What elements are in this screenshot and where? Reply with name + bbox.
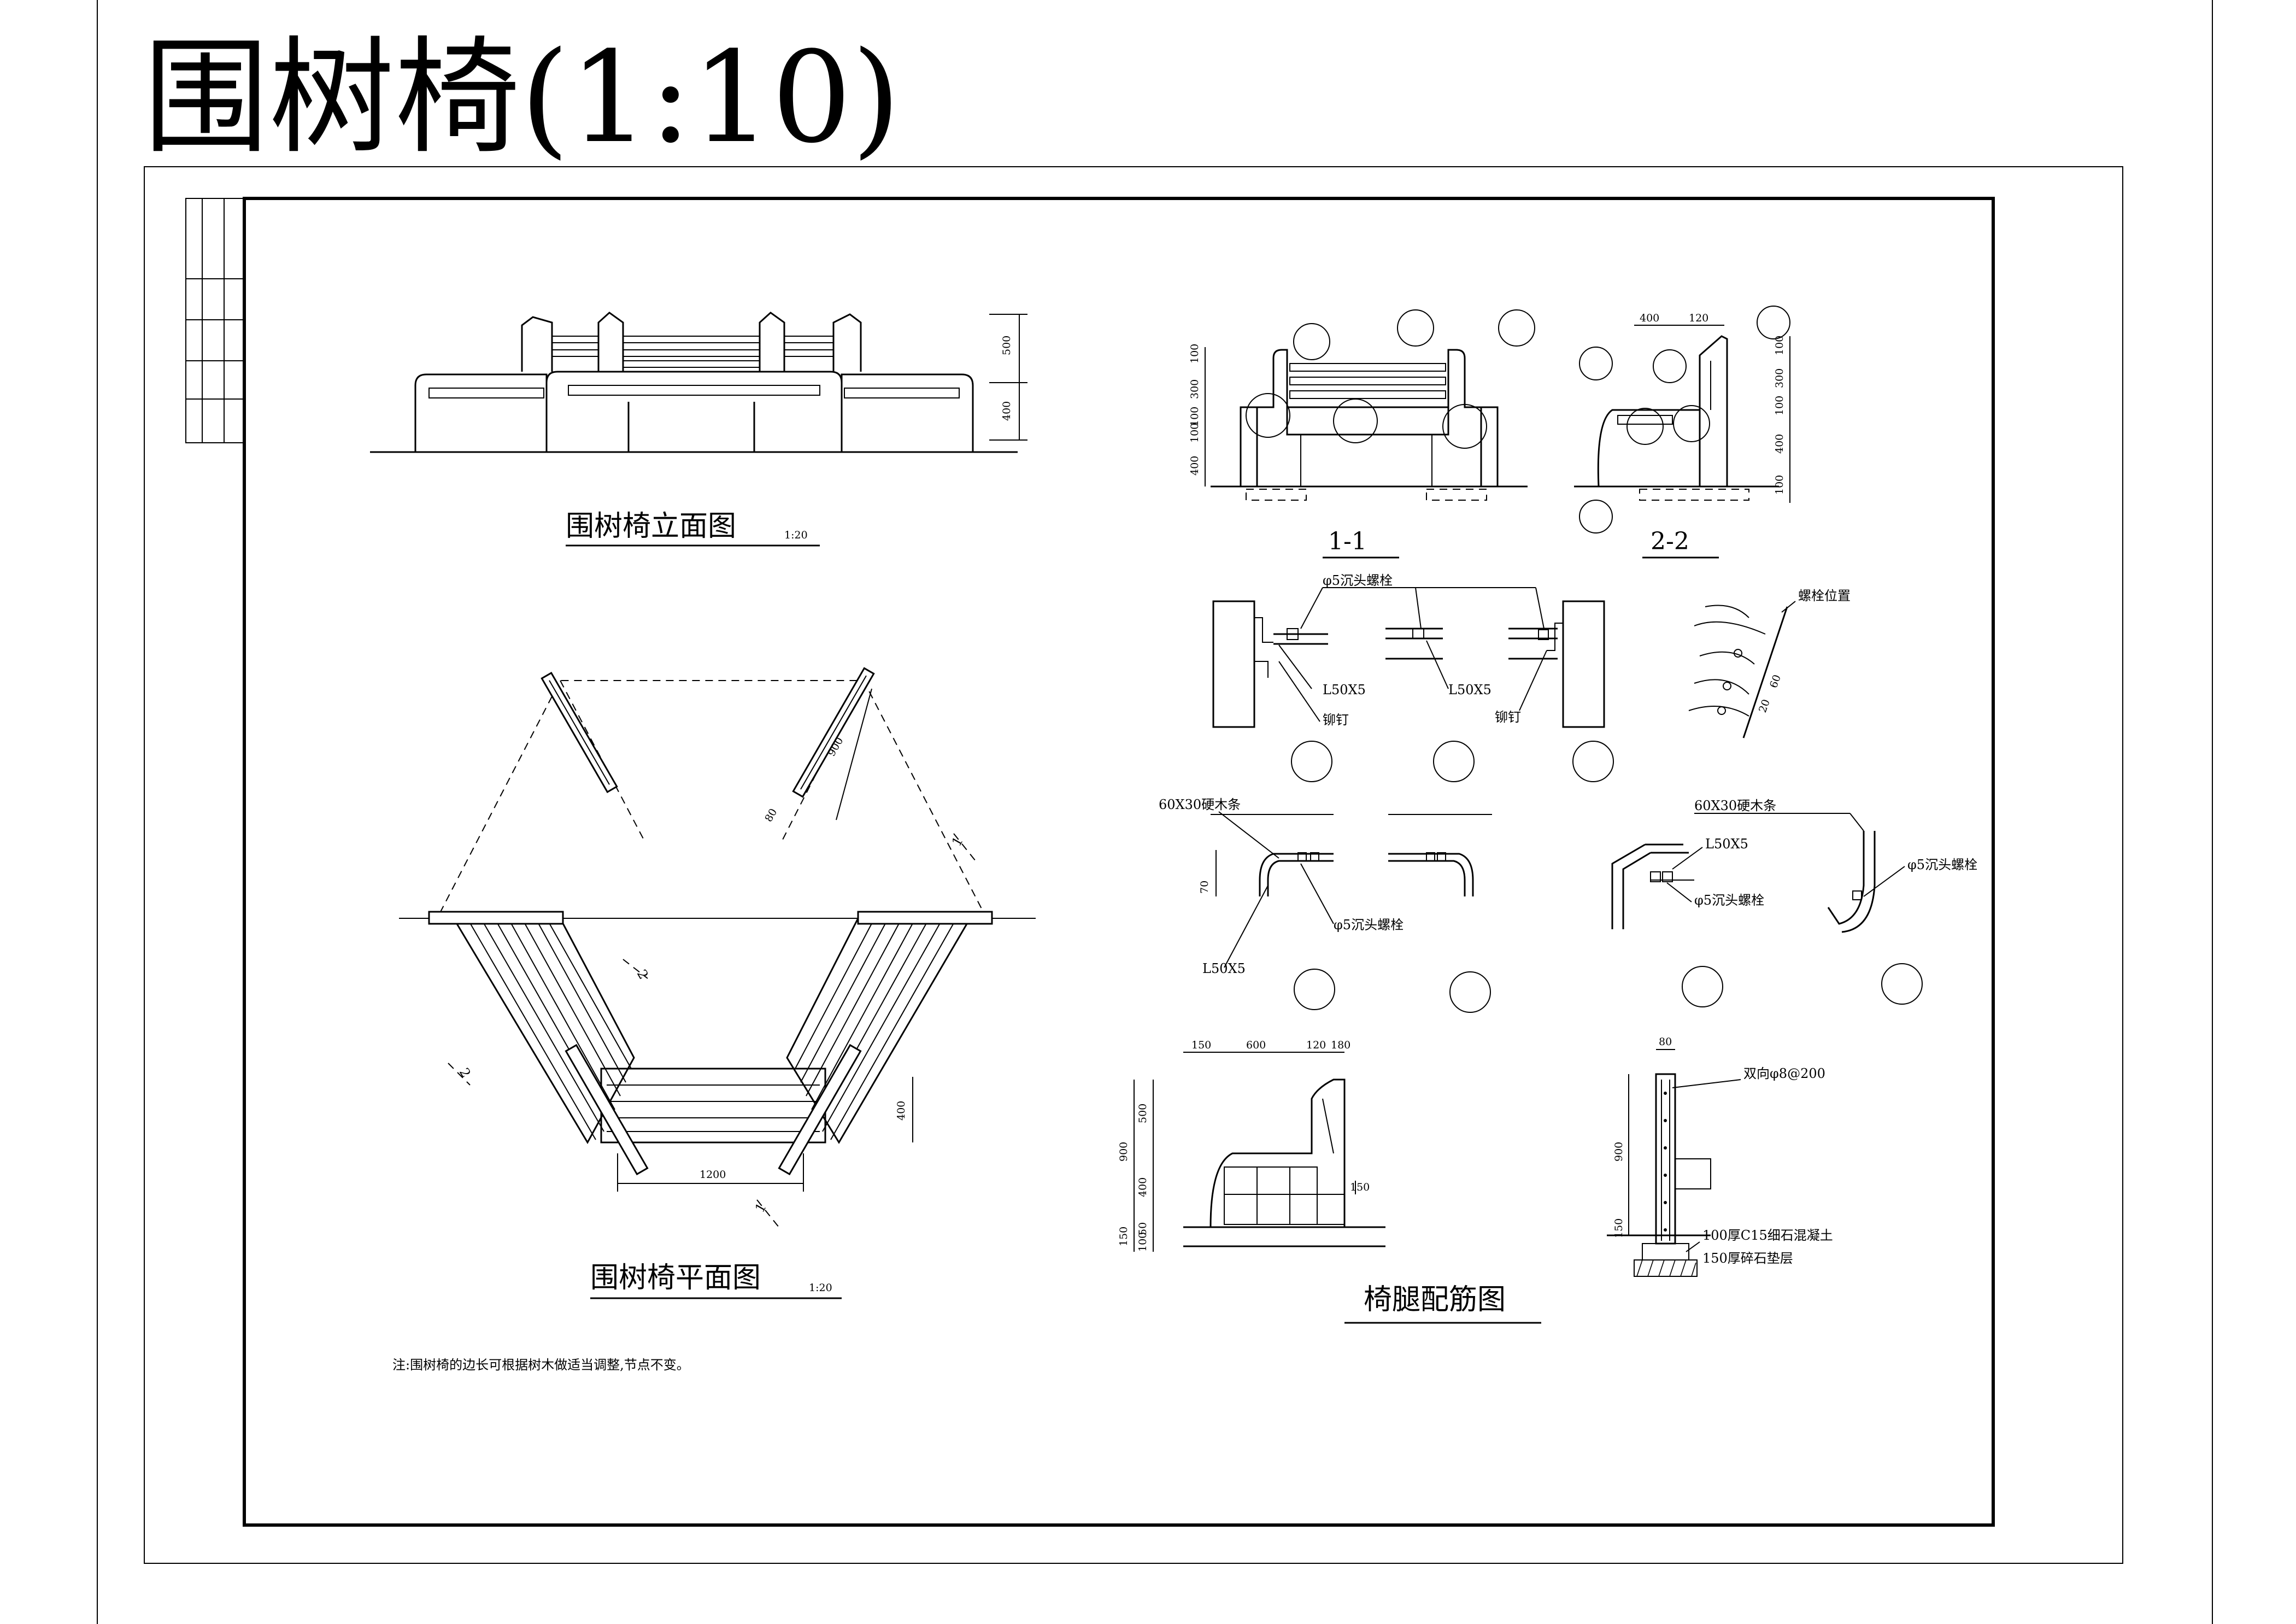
section-2-2: 400 120 100 300 100 400 100 2-2	[1574, 306, 1790, 559]
elevation-title: 围树椅立面图	[566, 510, 736, 543]
detail-row-b: 60X30硬木条 70 φ5沉头螺栓 L50X5 60X30硬木条 L50X5 …	[1159, 797, 1977, 1013]
detail-b-bolt-label-1: φ5沉头螺栓	[1334, 917, 1404, 933]
rebar-gravel-label: 150厚碎石垫层	[1702, 1251, 1793, 1266]
detail-a-rivet-label-2: 铆钉	[1495, 710, 1521, 725]
section-2-dim-side-100a: 100	[1774, 336, 1786, 355]
rebar-dim-left-400: 400	[1137, 1177, 1149, 1197]
rebar-label: 双向φ8@200	[1743, 1066, 1825, 1081]
rebar-title: 椅腿配筋图	[1364, 1283, 1506, 1316]
section-1-dim-100a: 100	[1189, 344, 1201, 364]
detail-b-bolt-label-3: φ5沉头螺栓	[1907, 857, 1977, 872]
plan-dim-80: 80	[762, 807, 779, 824]
section-2-dim-side-400: 400	[1774, 434, 1786, 454]
section-2-label: 2-2	[1651, 527, 1689, 555]
elevation-dim-400: 400	[1001, 401, 1013, 421]
section-1-dim-100b: 100	[1189, 407, 1201, 426]
rebar-dim-left-100: 100	[1137, 1232, 1149, 1252]
plan-title: 围树椅平面图	[590, 1262, 761, 1294]
rebar-dim-80: 80	[1659, 1036, 1672, 1048]
section-1-1: 100 300 100 100 400 1-1	[1189, 309, 1535, 559]
detail-b-angle-label-1: L50X5	[1202, 961, 1246, 976]
rebar-dim-top-120: 120	[1306, 1039, 1326, 1051]
detail-a-bolt-label: φ5沉头螺栓	[1323, 573, 1393, 588]
detail-b-wood-label-1: 60X30硬木条	[1159, 797, 1241, 812]
sheet-title: 围树椅(1:10)	[143, 25, 901, 171]
plan-dim-1200: 1200	[700, 1169, 726, 1181]
rebar-dim-left-150: 150	[1118, 1227, 1130, 1246]
detail-a-bolt-pos-label: 螺栓位置	[1798, 588, 1851, 603]
section-2-dim-side-100b: 100	[1774, 396, 1786, 415]
detail-a-rivet-label-1: 铆钉	[1323, 712, 1349, 728]
rebar-dim-left-900: 900	[1118, 1142, 1130, 1162]
section-2-dim-side-300: 300	[1774, 368, 1786, 388]
detail-a-dim-20: 20	[1757, 697, 1772, 714]
elevation-scale: 1:20	[784, 529, 808, 541]
plan-view: 900 80 400 1200 1 1 2 2 围树椅平面图 1:20 注:围树…	[392, 667, 1036, 1373]
detail-row-a: φ5沉头螺栓 L50X5 铆钉 L50X5 铆钉 螺栓位置 60 20	[1212, 573, 1851, 782]
rebar-dim-900: 900	[1613, 1142, 1625, 1162]
rebar-dim-150: 150	[1613, 1218, 1625, 1238]
plan-dim-400: 400	[895, 1101, 907, 1121]
detail-b-angle-label-2: L50X5	[1705, 836, 1748, 852]
detail-b-wood-label-2: 60X30硬木条	[1694, 798, 1776, 813]
detail-a-dim-60: 60	[1767, 673, 1783, 689]
elevation-dim-500: 500	[1001, 336, 1013, 355]
section-1-dim-100c: 100	[1189, 423, 1201, 443]
plan-section-mark-2b: 2	[456, 1065, 474, 1080]
detail-b-dim-70: 70	[1199, 881, 1211, 894]
plan-slats	[467, 918, 957, 1140]
outer-frame	[97, 0, 2213, 1624]
detail-a-angle-label-1: L50X5	[1323, 682, 1366, 697]
section-2-dim-400: 400	[1640, 312, 1659, 324]
plan-scale: 1:20	[809, 1282, 832, 1294]
rebar-dim-inner-150: 150	[1350, 1181, 1370, 1193]
section-1-label: 1-1	[1328, 527, 1367, 555]
elevation-view: 500 400 围树椅立面图 1:20	[370, 312, 1027, 547]
rebar-dim-top-600: 600	[1246, 1039, 1266, 1051]
section-1-dim-300: 300	[1189, 379, 1201, 399]
plan-note: 注:围树椅的边长可根据树木做适当调整,节点不变。	[392, 1357, 690, 1373]
title-block-strip	[185, 198, 245, 443]
rebar-dim-left-500: 500	[1137, 1104, 1149, 1123]
detail-b-bolt-label-2: φ5沉头螺栓	[1694, 893, 1764, 908]
section-2-dim-120: 120	[1689, 312, 1708, 324]
rebar-dim-top-150: 150	[1191, 1039, 1211, 1051]
rebar-concrete-label: 100厚C15细石混凝土	[1702, 1228, 1833, 1243]
rebar-dim-left-50: 50	[1137, 1222, 1149, 1235]
detail-a-angle-label-2: L50X5	[1448, 682, 1491, 697]
rebar-dim-top-180: 180	[1331, 1039, 1350, 1051]
section-1-dim-400: 400	[1189, 456, 1201, 476]
rebar-detail: 150 600 120 180 900 500 400 150 50 100 1…	[1118, 1036, 1833, 1324]
section-2-dim-side-100c: 100	[1774, 475, 1786, 495]
